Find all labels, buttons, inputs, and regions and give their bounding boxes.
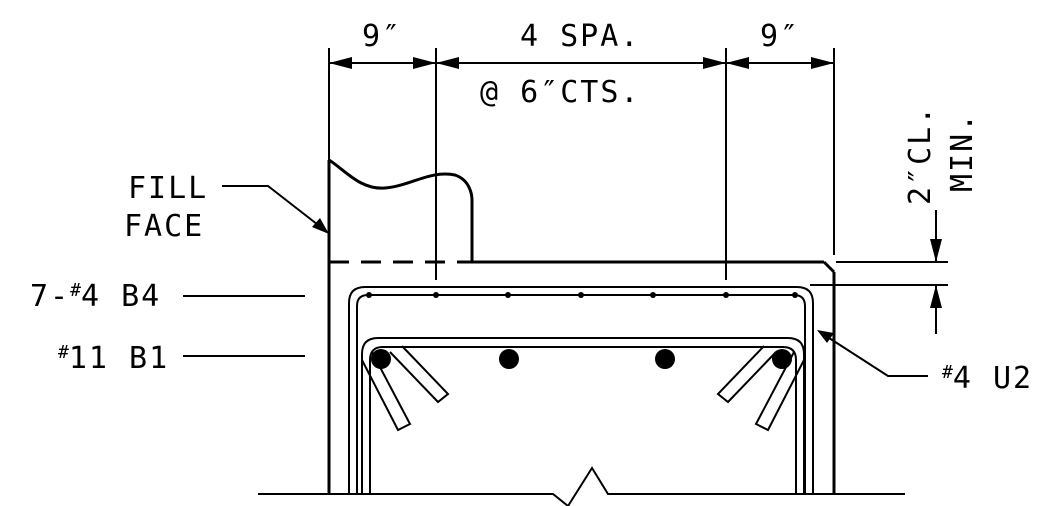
- bar-b4: [433, 292, 439, 298]
- bar-b4: [723, 292, 729, 298]
- label-main-bars: #11 B1: [58, 341, 169, 376]
- top-bars-b4: [366, 292, 798, 298]
- dimension-extension-lines: [328, 48, 835, 280]
- bar-b4: [578, 292, 584, 298]
- dim-spacing-count: 4 SPA.: [520, 19, 640, 54]
- leader-lines: [183, 185, 928, 377]
- bar-b1-hook: [361, 337, 805, 495]
- bar-b4: [792, 292, 798, 298]
- dim-clear-cover: 2″CL.: [903, 105, 938, 205]
- dim-right-9in: 9″: [760, 19, 800, 54]
- bar-b1: [499, 349, 519, 369]
- bar-b4: [650, 292, 656, 298]
- bar-b4: [366, 292, 372, 298]
- bar-b1: [772, 349, 792, 369]
- dim-left-9in: 9″: [362, 19, 402, 54]
- stirrup-u2: [348, 286, 814, 495]
- label-stirrup: #4 U2: [942, 361, 1033, 396]
- dim-spacing-centers: @ 6″CTS.: [480, 75, 641, 110]
- bar-b1: [371, 349, 391, 369]
- bar-b4: [505, 292, 511, 298]
- label-fill-face-line2: FACE: [124, 209, 204, 244]
- cover-dimension-arrows: [810, 210, 948, 334]
- horizontal-dimension-line: [329, 57, 834, 69]
- label-top-bars: 7-#4 B4: [30, 279, 161, 314]
- label-fill-face-line1: FILL: [128, 171, 208, 206]
- concrete-section-outline: [258, 158, 905, 506]
- bar-hook-tails: [361, 345, 805, 432]
- dim-cover-min: MIN.: [945, 112, 980, 192]
- bar-b1: [655, 349, 675, 369]
- main-bars-b1: [371, 349, 792, 369]
